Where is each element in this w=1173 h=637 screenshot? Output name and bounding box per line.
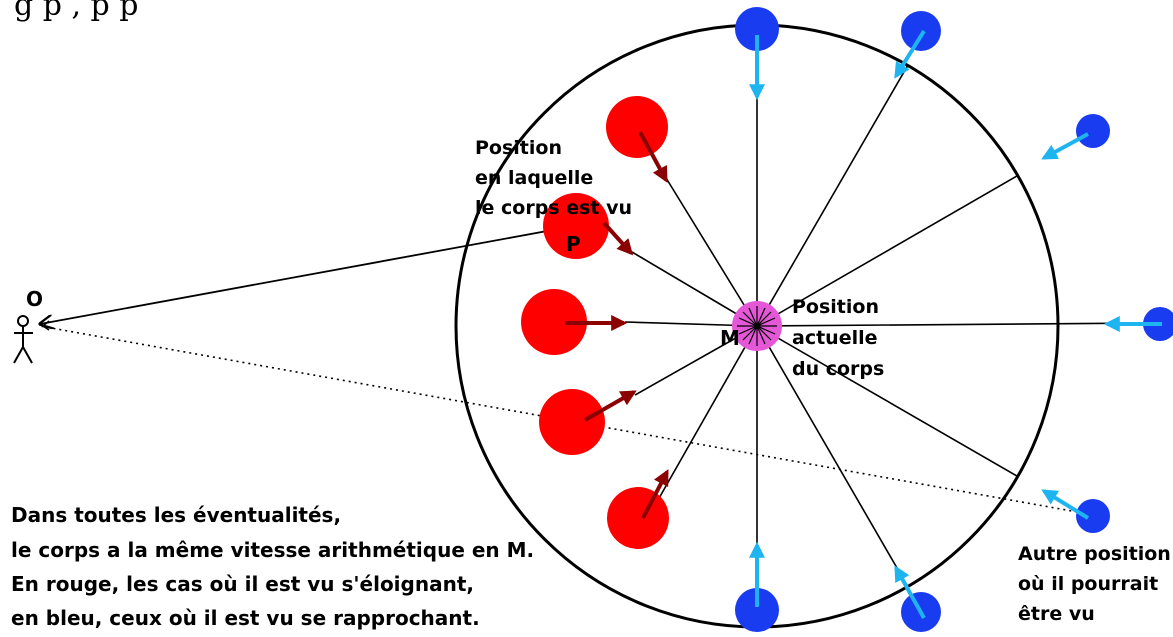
approaching-body [735, 7, 779, 51]
receding-body [521, 289, 587, 355]
approaching-arrow [894, 29, 926, 79]
svg-text:Autre position: Autre position [1018, 543, 1171, 565]
receding-body [539, 389, 605, 455]
svg-text:le corps a la même vitesse ari: le corps a la même vitesse arithmétique … [11, 538, 534, 562]
svg-text:où il pourrait: où il pourrait [1018, 573, 1158, 595]
center-star [737, 306, 777, 346]
spoke [756, 175, 1018, 327]
svg-text:du corps: du corps [792, 358, 884, 380]
receding-arrow [584, 390, 637, 422]
svg-text:Position: Position [792, 296, 879, 318]
svg-text:En rouge, les cas où il est vu: En rouge, les cas où il est vu s'éloigna… [11, 572, 474, 596]
observer-eye-mark [41, 320, 50, 331]
seen-point-label: P [566, 232, 581, 256]
receding-arrow [602, 221, 634, 256]
svg-text:actuelle: actuelle [792, 327, 878, 349]
spokes [624, 25, 1159, 627]
approaching-body [1076, 499, 1110, 533]
approaching-body [735, 588, 779, 632]
approaching-arrow [1041, 132, 1089, 160]
caption: Dans toutes les éventualités, le corps a… [11, 503, 534, 630]
approaching-arrows [749, 29, 1162, 619]
receding-arrow [638, 131, 668, 183]
spoke [662, 172, 758, 327]
svg-text:Position: Position [475, 137, 562, 159]
cropped-header-text: g p , p p [14, 0, 139, 23]
spoke [756, 325, 1018, 477]
svg-text:Dans toutes les éventualités,: Dans toutes les éventualités, [11, 503, 341, 527]
sight-line-to-p [40, 228, 559, 324]
svg-text:en bleu, ceux où il est vu se: en bleu, ceux où il est vu se rapprochan… [11, 606, 480, 630]
spoke [756, 325, 909, 588]
svg-text:le corps est vu: le corps est vu [475, 197, 632, 219]
observer-label: O [26, 287, 43, 311]
receding-body [543, 193, 609, 259]
approaching-body [1076, 114, 1110, 148]
svg-text:être vu: être vu [1018, 603, 1095, 625]
approaching-body [901, 11, 941, 51]
other-position-label: Autre position où il pourrait être vu [1018, 543, 1171, 625]
receding-body [606, 96, 668, 158]
approaching-arrow [1041, 489, 1090, 520]
spoke [657, 325, 758, 501]
approaching-bodies [735, 7, 1173, 632]
spoke [756, 64, 909, 327]
approaching-arrow [894, 565, 926, 619]
svg-text:en laquelle: en laquelle [475, 167, 593, 189]
spoke [756, 322, 1159, 327]
observer-figure [13, 315, 33, 364]
seen-position-label: Position en laquelle le corps est vu [475, 137, 632, 219]
center-label: M [720, 326, 740, 350]
receding-arrows [565, 131, 669, 519]
receding-arrow [641, 469, 669, 519]
current-position-label: Position actuelle du corps [792, 296, 884, 380]
receding-body [607, 487, 669, 549]
receding-bodies [521, 96, 669, 549]
